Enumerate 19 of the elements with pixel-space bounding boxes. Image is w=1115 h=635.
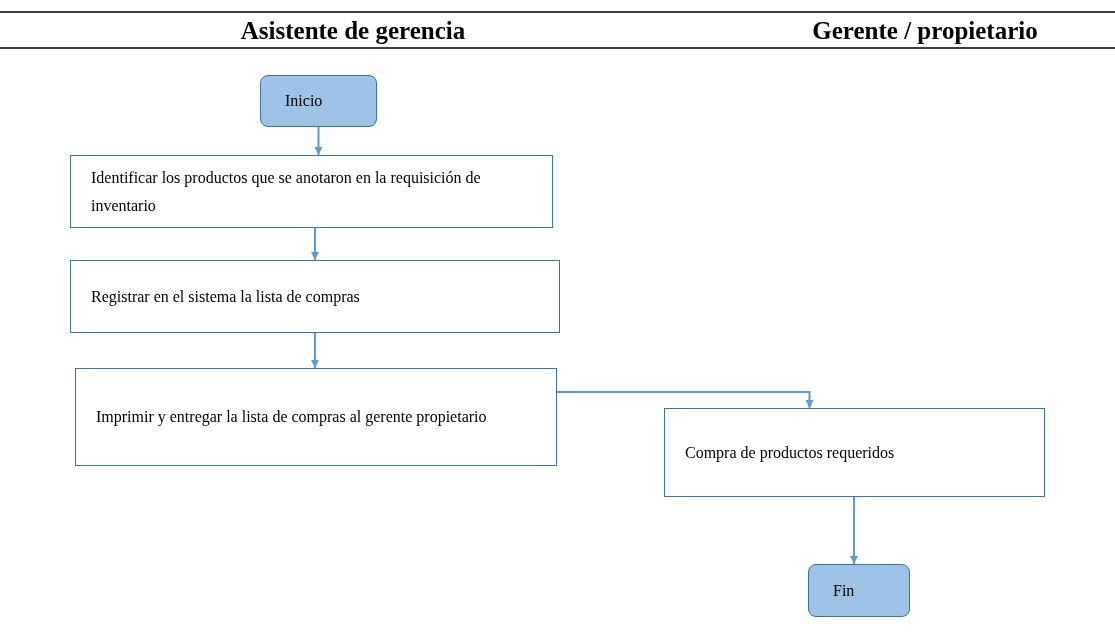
arrow (311, 332, 319, 369)
process-box (75, 368, 557, 466)
node-text: Identificar los productos que se anotaron en la requisición de inventario (91, 168, 482, 216)
node-text: Imprimir y entregar la lista de compras al gerente propietario (96, 407, 487, 428)
process-box (664, 408, 1045, 497)
arrow (850, 496, 858, 565)
lane-header: Gerente / propietario (812, 17, 1038, 45)
lane-header: Asistente de gerencia (240, 17, 466, 45)
arrow (314, 126, 323, 156)
node-text: Inicio (285, 92, 323, 110)
terminal-box (808, 564, 910, 617)
process-box (70, 260, 560, 333)
node-text: Compra de productos requeridos (685, 442, 895, 464)
node-text: Registrar en el sistema la lista de compras (91, 286, 360, 308)
arrow (311, 227, 319, 261)
process-box (70, 155, 553, 228)
node-text: Fin (833, 581, 855, 600)
terminal-box (260, 75, 377, 127)
arrow (556, 391, 814, 409)
